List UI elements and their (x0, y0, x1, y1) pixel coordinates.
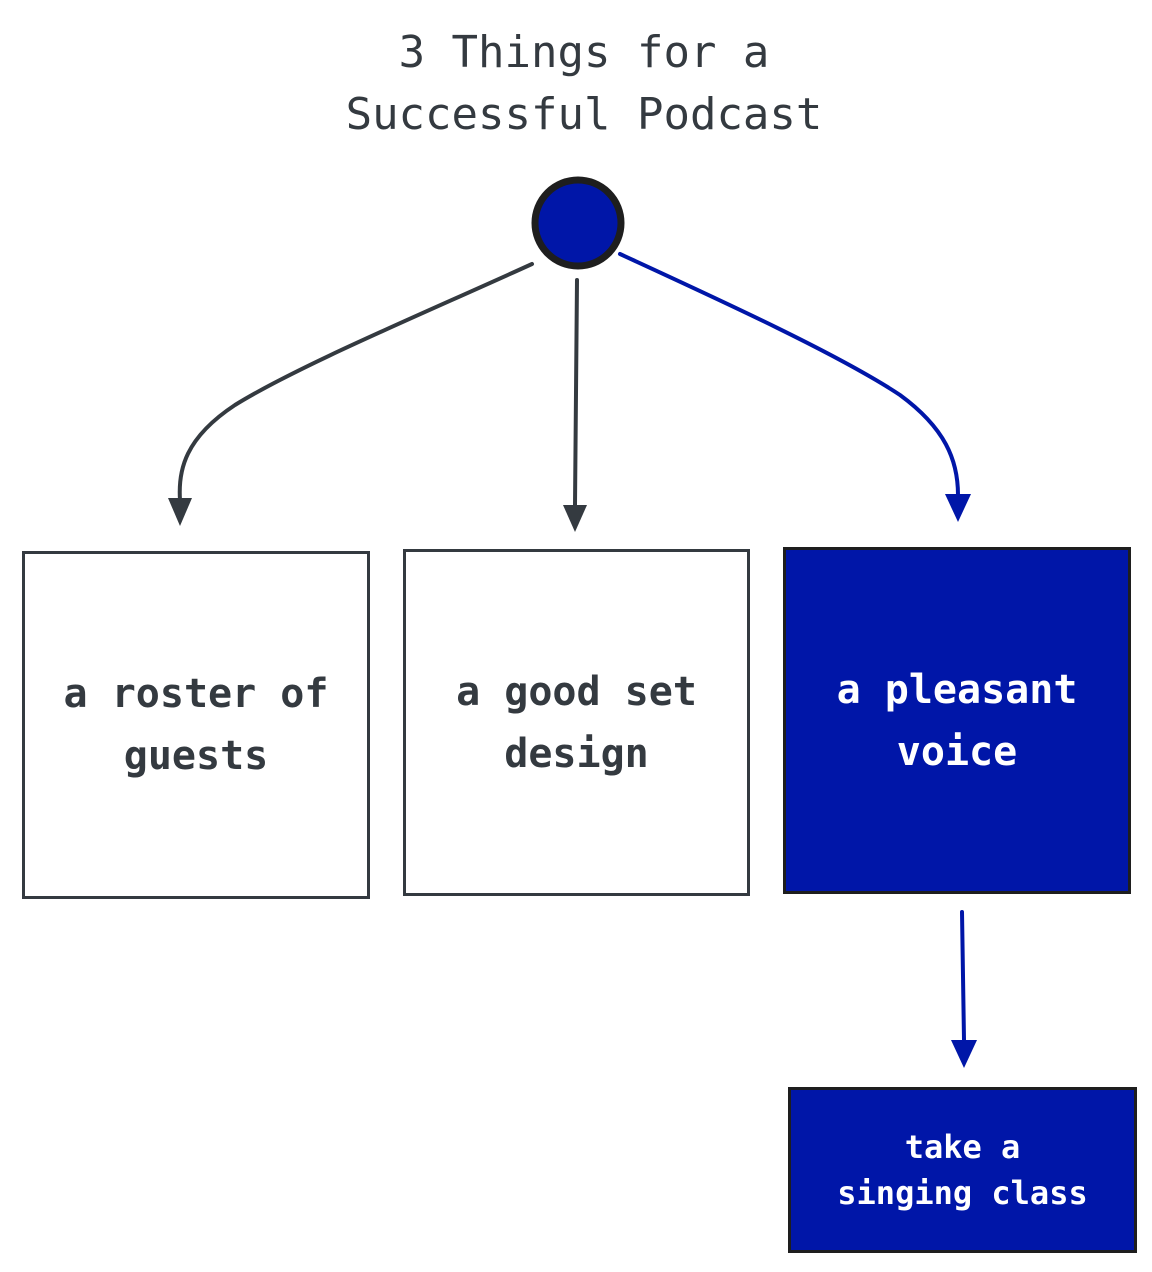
arrowhead-set-design (563, 505, 587, 532)
item-label-set-design: a good set design (456, 668, 697, 777)
item-box-roster: a roster of guests (22, 551, 370, 899)
sub-item-label-singing-class: take a singing class (837, 1128, 1088, 1212)
diagram-title: 3 Things for a Successful Podcast (345, 27, 823, 140)
arrow-to-roster (177, 262, 534, 502)
arrowhead-voice (945, 494, 971, 522)
sub-item-box-singing-class: take a singing class (788, 1087, 1137, 1253)
arrow-to-singing-class (960, 910, 966, 1042)
item-box-voice: a pleasant voice (783, 547, 1131, 894)
item-box-set-design: a good set design (403, 549, 750, 896)
item-label-roster: a roster of guests (63, 671, 329, 779)
item-label-voice: a pleasant voice (836, 666, 1078, 775)
arrowhead-singing-class (951, 1040, 977, 1068)
arrowhead-roster (168, 498, 192, 526)
root-node (531, 176, 625, 270)
arrow-to-set-design (573, 278, 579, 507)
arrow-to-voice (618, 252, 960, 497)
